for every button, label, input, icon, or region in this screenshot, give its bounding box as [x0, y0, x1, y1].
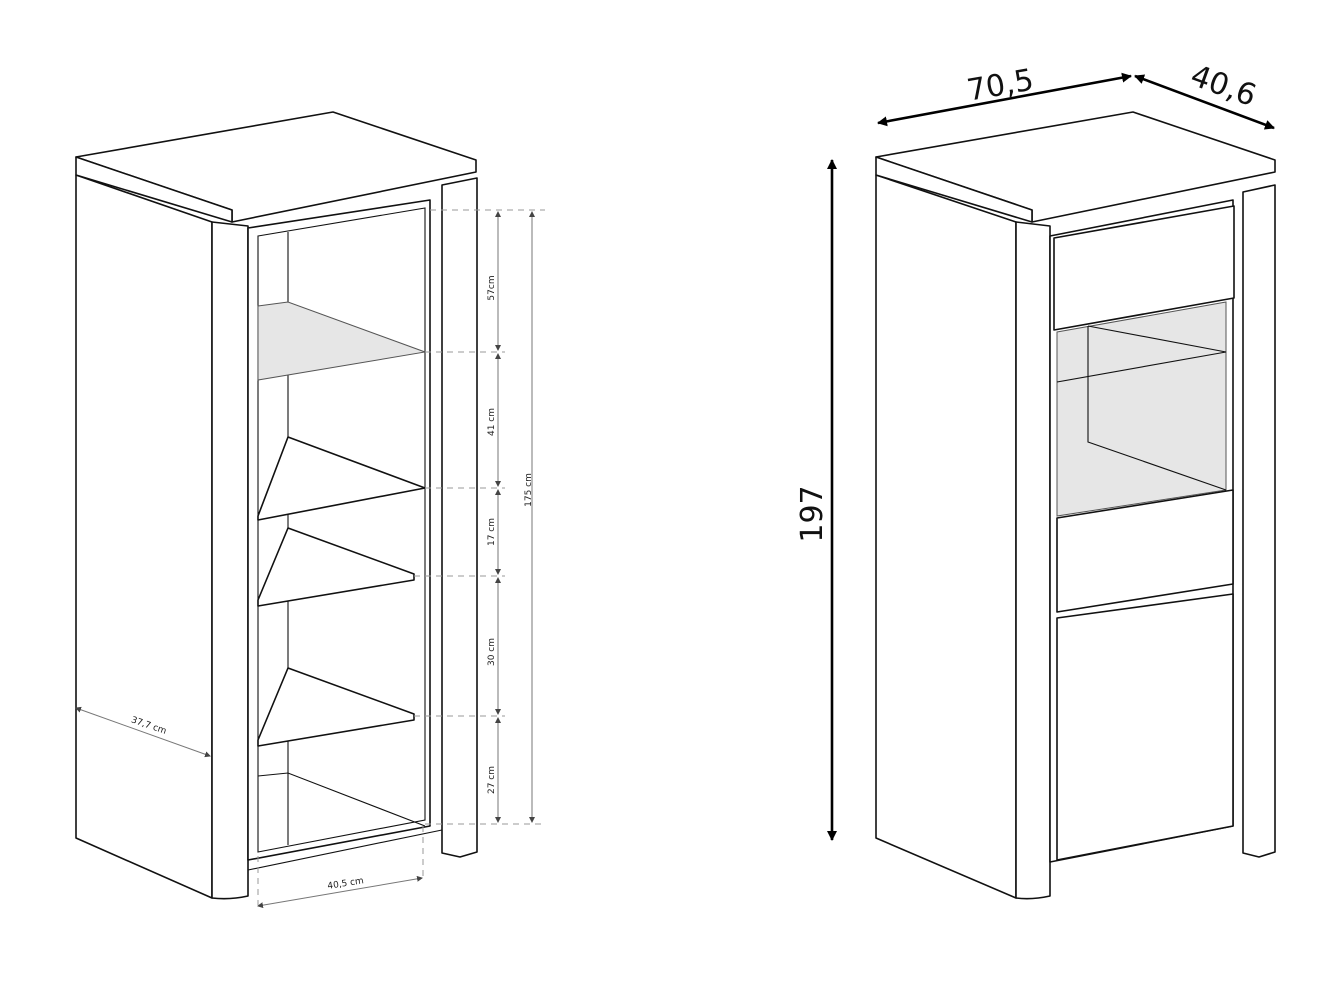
front-left-post: [211, 221, 249, 900]
shelf-2: [257, 527, 415, 607]
shelf-height-4: 30 cm: [487, 638, 497, 666]
front-right-post: [1242, 184, 1276, 858]
overall-width: 70,5: [964, 63, 1036, 109]
front-right-post: [441, 177, 478, 858]
overall-height: 197: [795, 485, 830, 542]
shelf-3: [257, 667, 415, 747]
front-left-post: [1015, 221, 1051, 900]
shelf-height-1: 57cm: [487, 275, 497, 300]
left-cabinet-open-view: [75, 111, 478, 900]
top-drawer: [1053, 205, 1235, 331]
right-cabinet-closed-view: [875, 111, 1276, 900]
shelf-height-5: 27 cm: [487, 766, 497, 794]
inner-width: 40,5 cm: [327, 876, 365, 892]
glass-door: [1056, 301, 1227, 517]
side-panel: [75, 174, 213, 899]
total-inner-height: 175 cm: [524, 473, 534, 507]
right-dimensions: 70,5 40,6 197: [795, 58, 1275, 841]
shelf-height-2: 41 cm: [487, 408, 497, 436]
side-panel: [875, 174, 1017, 899]
middle-drawer: [1056, 489, 1234, 613]
shelf-height-3: 17 cm: [487, 518, 497, 546]
overall-depth: 40,6: [1186, 58, 1261, 114]
bottom-door: [1056, 593, 1234, 861]
inner-frame: [247, 199, 431, 861]
